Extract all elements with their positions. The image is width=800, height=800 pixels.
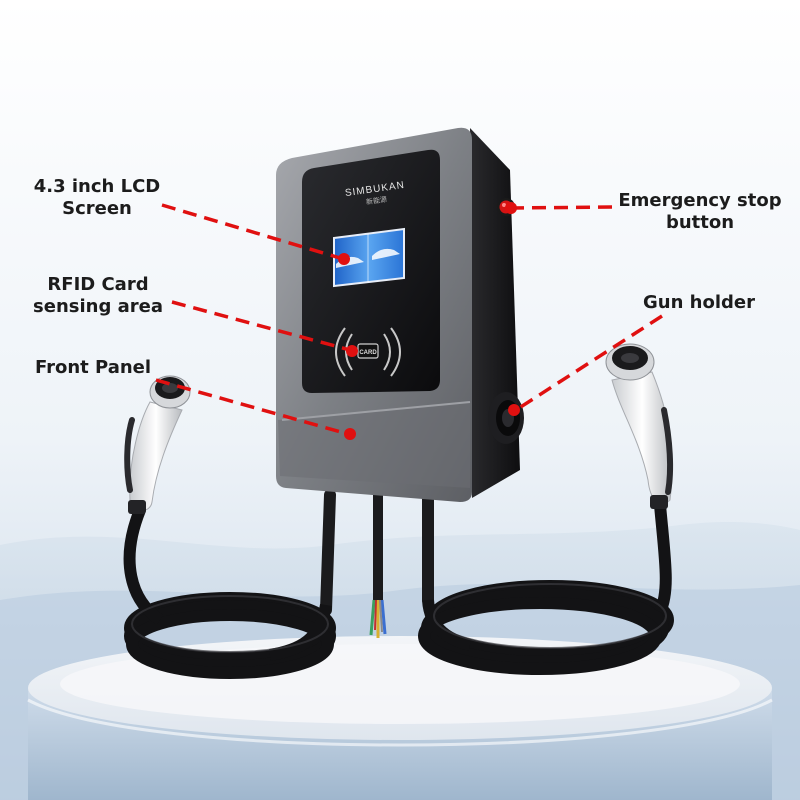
brand-subtext: 新能源 xyxy=(365,194,387,206)
callout-front-panel: Front Panel xyxy=(28,357,158,379)
charging-gun-left xyxy=(124,375,191,514)
charger-unit: SIMBUKAN 新能源 CARD xyxy=(276,127,524,502)
cable-coil-left xyxy=(123,507,336,679)
callout-front-line1: Front Panel xyxy=(34,357,152,378)
callout-lcd-line1: 4.3 inch LCD xyxy=(33,176,161,197)
cable-coil-right xyxy=(418,504,674,675)
gun-holder-socket xyxy=(488,392,524,444)
callout-emergency-line2: button xyxy=(665,212,735,233)
coil-left-highlight xyxy=(131,595,329,653)
rfid-area xyxy=(335,327,401,377)
coil-right-highlight xyxy=(433,583,667,649)
charging-gun-right xyxy=(605,343,674,509)
leader-dots xyxy=(338,202,520,440)
dot-emergency-stop xyxy=(505,202,517,214)
dot-lcd xyxy=(338,253,350,265)
callout-emergency-line1: Emergency stop xyxy=(618,190,782,211)
callout-emergency-stop: Emergency stop button xyxy=(612,190,788,234)
callout-lcd-screen: 4.3 inch LCD Screen xyxy=(22,176,172,220)
gun-right-grip-end xyxy=(650,495,668,509)
callout-rfid-line1: RFID Card xyxy=(47,274,149,295)
panel-seam xyxy=(281,401,471,421)
leader-rfid xyxy=(171,300,351,352)
rfid-card-label: CARD xyxy=(359,350,377,356)
gun-left-grip-end xyxy=(128,500,146,514)
dot-rfid xyxy=(346,345,358,357)
callout-rfid-line2: sensing area xyxy=(33,296,163,317)
leader-gun-holder xyxy=(515,314,663,412)
callout-gun-line1: Gun holder xyxy=(643,292,755,313)
leader-front-panel xyxy=(155,378,349,436)
dot-front-panel xyxy=(344,428,356,440)
callout-rfid-area: RFID Card sensing area xyxy=(18,274,178,318)
dot-gun-holder xyxy=(508,404,520,416)
leader-lines xyxy=(155,203,663,436)
cables xyxy=(320,489,434,616)
car-icon xyxy=(372,248,400,260)
front-panel-lower xyxy=(278,402,470,488)
callout-gun-holder: Gun holder xyxy=(636,292,762,314)
leader-lcd xyxy=(161,203,341,260)
lcd-screen xyxy=(333,227,405,288)
leader-emergency-stop xyxy=(511,205,613,210)
cable-end-wires xyxy=(369,599,387,638)
callout-lcd-line2: Screen xyxy=(62,198,132,219)
